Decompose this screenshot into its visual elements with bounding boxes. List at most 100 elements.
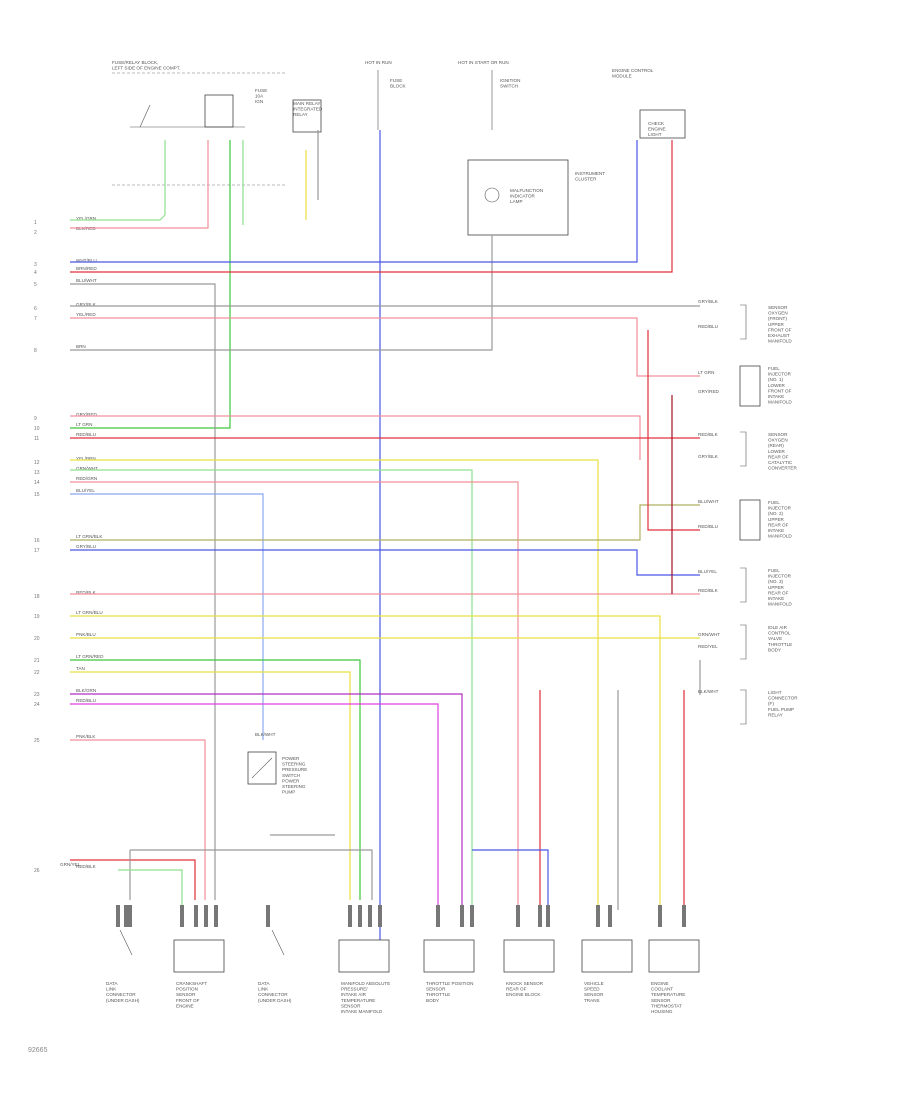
connector-pin <box>460 905 464 927</box>
hot-run-label: HOT IN RUN <box>365 60 392 65</box>
wire-color-label: GRY/BLK <box>76 302 97 307</box>
ecm-pin-number: 14 <box>34 480 40 486</box>
ecm-pin-number: 7 <box>34 316 37 322</box>
wire-dlc-gray <box>130 849 373 900</box>
wire-ks-pink <box>70 481 519 910</box>
wire-color-label: PNK/BLU <box>76 632 96 637</box>
ecm-pin-number: 1 <box>34 220 37 226</box>
right-wire-label: RED/BLK <box>698 588 719 593</box>
ecm-pin-number: 20 <box>34 636 40 642</box>
wire-ps-lblue <box>70 493 264 740</box>
connector-pin <box>348 905 352 927</box>
relay-coil-box <box>204 94 234 128</box>
hot-start-label: HOT IN START OR RUN <box>458 60 509 65</box>
right-wire-label: GRY/BLK <box>698 299 719 304</box>
ecm-pin-number: 9 <box>34 416 37 422</box>
wire-color-label: PNK/BLK <box>76 734 96 739</box>
ecm-pin-number: 4 <box>34 270 37 276</box>
ecm-pin-number: 6 <box>34 306 37 312</box>
wire-color-label: LT GRN/RED <box>76 654 104 659</box>
right-wire-label: RED/BLU <box>698 524 718 529</box>
wire-ckp-gray <box>70 283 216 900</box>
wire-color-label: BLK/GRN <box>76 688 96 693</box>
ecm-pin-number: 16 <box>34 538 40 544</box>
wire-tps-blue <box>472 849 549 910</box>
fuse-relay-block: FUSE/RELAY BLOCK,LEFT SIDE OF ENGINE COM… <box>112 60 323 186</box>
connector-pin <box>682 905 686 927</box>
ecm-pin-number: 15 <box>34 492 40 498</box>
ecm-pin-number: 13 <box>34 470 40 476</box>
connector-pin <box>516 905 520 927</box>
ecm-pin-number: 23 <box>34 692 40 698</box>
wire-color-label: TAN <box>76 666 85 671</box>
right-wire-label: GRY/RED <box>698 389 720 394</box>
ps-switch-contact <box>251 757 273 779</box>
component-box <box>739 365 761 407</box>
wire-color-label: GRY/BLU <box>76 544 96 549</box>
connector-pin <box>358 905 362 927</box>
right-wire-label: BLK/WHT <box>698 689 719 694</box>
ps-switch-box <box>247 751 277 785</box>
wire-o2-pink <box>70 317 700 377</box>
wire-color-label: RED/BLU <box>76 698 96 703</box>
ecm-pin-number: 19 <box>34 614 40 620</box>
malfunction-lamp-icon <box>484 187 500 203</box>
right-wire-label: RED/YEL <box>698 644 718 649</box>
ecm-pin-number: 18 <box>34 594 40 600</box>
connector-pin <box>436 905 440 927</box>
wire-color-label: BRN/RED <box>76 266 97 271</box>
wire-color-label: BLU/YEL <box>76 488 95 493</box>
ecm-pin-number: 3 <box>34 262 37 268</box>
connector-pin <box>128 905 132 927</box>
wire-color-label: GRY/RED <box>76 412 98 417</box>
wire-color-label: WHT/BLU <box>76 258 97 263</box>
component-body <box>503 939 555 973</box>
ecm-pin-column: 1YEL/GRN2BLK/RED3WHT/BLU4BRN/RED5BLU/WHT… <box>34 216 104 874</box>
connector-pin <box>368 905 372 927</box>
ecm-box <box>639 109 686 139</box>
component-connector <box>740 431 747 467</box>
relay-box-right <box>292 99 322 133</box>
component-connector <box>740 689 747 725</box>
wire-mil-gray <box>70 235 493 351</box>
wire-inj3-blue <box>70 549 700 576</box>
ecm-pin-number: 26 <box>34 868 40 874</box>
wire-color-label: LT GRN/BLU <box>76 610 103 615</box>
wire-color-label: BRN <box>76 344 86 349</box>
wire-color-label: LT GRN <box>76 422 92 427</box>
wire-tps-lgreen <box>70 469 473 910</box>
connector-pin <box>204 905 208 927</box>
wire-color-label: RED/BLU <box>76 432 96 437</box>
connector-pin <box>596 905 600 927</box>
component-connector <box>740 624 747 660</box>
ground-symbol <box>119 929 133 956</box>
